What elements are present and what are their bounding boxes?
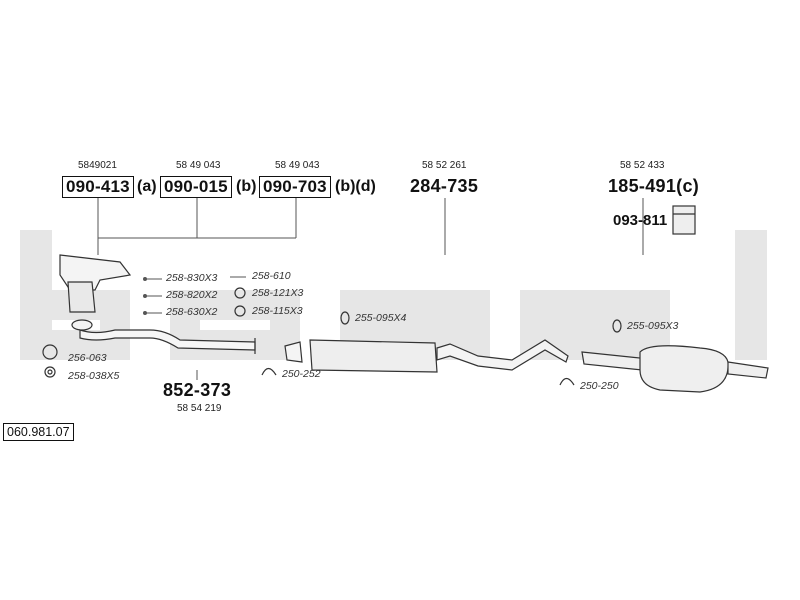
gasket-part-1[interactable]: 256-063 [68,352,107,364]
hanger-part-2[interactable]: 255-095X3 [627,320,679,332]
center-oem-number: 58 52 261 [422,160,467,171]
part-suffix-3: (b)(d) [335,178,376,195]
small-part-5[interactable]: 258-121X3 [252,287,304,299]
rear-oem-number: 58 52 433 [620,160,665,171]
part-suffix-1: (a) [137,178,157,195]
clamp-part-1[interactable]: 250-252 [282,368,321,380]
pipe-part-number[interactable]: 852-373 [163,380,232,400]
small-part-6[interactable]: 258-115X3 [252,305,303,317]
part-box-2[interactable]: 090-015 [160,176,232,198]
oem-number-3: 58 49 043 [275,160,320,171]
center-part-number[interactable]: 284-735 [410,176,479,196]
part-box-1[interactable]: 090-413 [62,176,134,198]
clamp-part-2[interactable]: 250-250 [580,380,619,392]
oem-number-2: 58 49 043 [176,160,221,171]
small-part-1[interactable]: 258-830X3 [166,272,218,284]
gasket-part-2[interactable]: 258-038X5 [68,370,120,382]
hanger-part-1[interactable]: 255-095X4 [355,312,407,324]
small-part-2[interactable]: 258-820X2 [166,289,218,301]
oem-number-1: 5849021 [78,160,117,171]
diagram-reference-number: 060.981.07 [3,423,74,441]
small-part-4[interactable]: 258-610 [252,270,291,282]
part-box-3[interactable]: 090-703 [259,176,331,198]
rear-part-number[interactable]: 185-491(c) [608,176,700,196]
small-part-3[interactable]: 258-630X2 [166,306,218,318]
rear-mount-number[interactable]: 093-811 [613,212,668,229]
pipe-oem-number: 58 54 219 [177,403,222,414]
part-suffix-2: (b) [236,178,257,195]
